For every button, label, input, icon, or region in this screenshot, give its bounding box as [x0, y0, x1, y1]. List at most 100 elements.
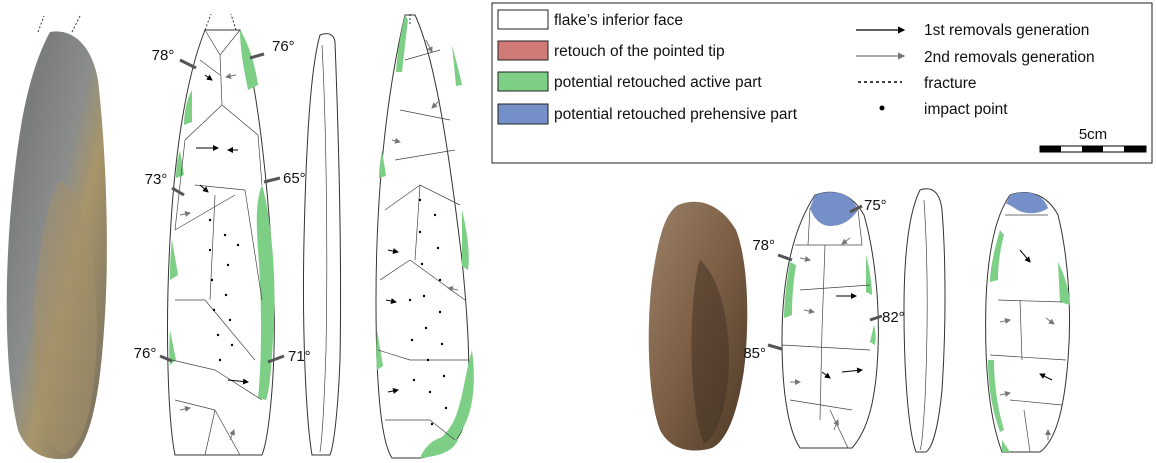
artifact-1-dorsal-drawing	[167, 13, 275, 456]
angle-markers-2	[767, 204, 883, 351]
retouched-active-part	[988, 360, 1004, 432]
legend-label: flake’s inferior face	[554, 12, 683, 29]
fracture-line	[37, 15, 45, 33]
retouched-prehensive-part	[810, 192, 858, 226]
second-removal-arrow	[225, 73, 237, 79]
legend-label: potential retouched active part	[554, 74, 762, 91]
artifact-2-ventral-drawing	[985, 192, 1071, 453]
angle-marker	[159, 354, 173, 363]
angle-label: 78°	[152, 47, 175, 64]
artifact-1-profile-drawing	[302, 33, 342, 456]
artifact-2-dorsal-drawing	[781, 191, 879, 449]
angle-label: 85°	[743, 345, 766, 362]
fracture-line	[71, 15, 81, 33]
angle-marker	[869, 314, 883, 322]
first-removal-arrow	[204, 74, 213, 81]
angle-marker	[267, 354, 285, 364]
angle-marker	[777, 253, 793, 262]
first-removal-arrow	[821, 371, 831, 379]
legend-swatch-inferior-face	[497, 9, 549, 30]
second-removal-arrow	[999, 318, 1011, 324]
scale-bar: 5cm	[1039, 126, 1147, 153]
legend-swatch-prehensive	[497, 103, 549, 125]
legend-frame	[491, 2, 1153, 164]
angle-marker	[179, 58, 197, 70]
second-removal-arrow	[425, 39, 433, 53]
legend-label: retouch of the pointed tip	[554, 43, 725, 60]
second-removal-arrow	[179, 406, 191, 412]
legend-label: 2nd removals generation	[924, 49, 1095, 66]
angle-label: 75°	[864, 197, 887, 214]
retouched-active-part	[176, 150, 184, 178]
second-removal-arrow	[229, 429, 235, 441]
second-removal-arrow	[833, 419, 839, 431]
first-removal-arrow	[841, 367, 863, 374]
first-removal-arrow	[1019, 249, 1031, 263]
second-removal-arrow	[391, 137, 401, 144]
legend-label: potential retouched prehensive part	[554, 106, 798, 123]
retouched-active-part	[452, 45, 462, 86]
second-removal-arrow	[179, 211, 191, 217]
fracture-line	[230, 13, 237, 31]
fracture-line	[204, 13, 212, 31]
retouched-prehensive-part	[1006, 192, 1048, 214]
second-removal-arrow	[803, 308, 815, 314]
retouched-active-part	[990, 230, 1004, 282]
legend-swatch-tip	[497, 40, 549, 61]
first-removal-arrow	[227, 378, 249, 385]
first-removal-arrow	[387, 248, 399, 254]
retouched-active-part	[870, 325, 876, 345]
retouched-active-part	[462, 210, 469, 270]
retouched-active-part	[379, 150, 386, 178]
legend: flake’s inferior face retouch of the poi…	[491, 2, 1153, 164]
artifact-2: 75° 78° 82° 85°	[648, 188, 1071, 453]
angle-label: 73°	[145, 171, 168, 188]
angle-marker	[767, 343, 783, 351]
angle-marker	[249, 52, 265, 60]
retouched-active-part	[240, 30, 258, 90]
first-removal-arrow	[199, 184, 209, 193]
angle-markers-1	[159, 52, 285, 364]
artifact-1-ventral-drawing	[375, 14, 474, 459]
angle-label: 65°	[283, 170, 306, 187]
first-removal-arrow	[1039, 373, 1053, 381]
retouched-active-part	[256, 185, 275, 400]
impact-points	[408, 198, 448, 426]
angle-label: 71°	[288, 348, 311, 365]
retouched-active-part	[420, 436, 458, 458]
retouched-active-part	[170, 240, 178, 280]
second-removal-arrow	[1045, 317, 1055, 325]
retouched-active-part	[396, 15, 408, 72]
legend-label: 1st removals generation	[924, 22, 1089, 39]
artifact-1: 78° 76° 73° 65° 76° 71°	[6, 13, 474, 460]
artifact-2-photo	[648, 201, 748, 451]
artifact-2-profile-drawing	[903, 188, 946, 453]
retouched-active-part	[1058, 262, 1070, 305]
second-removal-arrow	[841, 237, 851, 245]
angle-marker	[171, 186, 185, 197]
retouched-active-part	[184, 90, 192, 125]
first-removal-arrow	[385, 298, 397, 304]
first-removal-arrow	[387, 388, 399, 394]
angle-label: 78°	[752, 237, 775, 254]
retouched-active-part	[169, 330, 176, 365]
impact-points	[208, 218, 240, 362]
second-removal-arrow	[799, 256, 811, 262]
legend-label: fracture	[924, 75, 977, 92]
angle-label: 76°	[134, 345, 157, 362]
angle-label: 76°	[272, 38, 295, 55]
angle-marker	[263, 176, 281, 184]
legend-dot	[879, 105, 885, 111]
legend-label: impact point	[924, 101, 1008, 118]
retouched-active-part	[784, 262, 796, 318]
angle-label: 82°	[882, 309, 905, 326]
scale-label: 5cm	[1079, 126, 1107, 143]
retouched-active-part	[376, 330, 383, 370]
legend-swatch-active	[497, 71, 549, 92]
second-removal-arrow	[447, 286, 459, 292]
second-removal-arrow	[431, 99, 441, 109]
second-removal-arrow	[999, 391, 1011, 397]
artifact-1-photo	[6, 15, 107, 460]
retouched-active-part	[1002, 440, 1010, 452]
